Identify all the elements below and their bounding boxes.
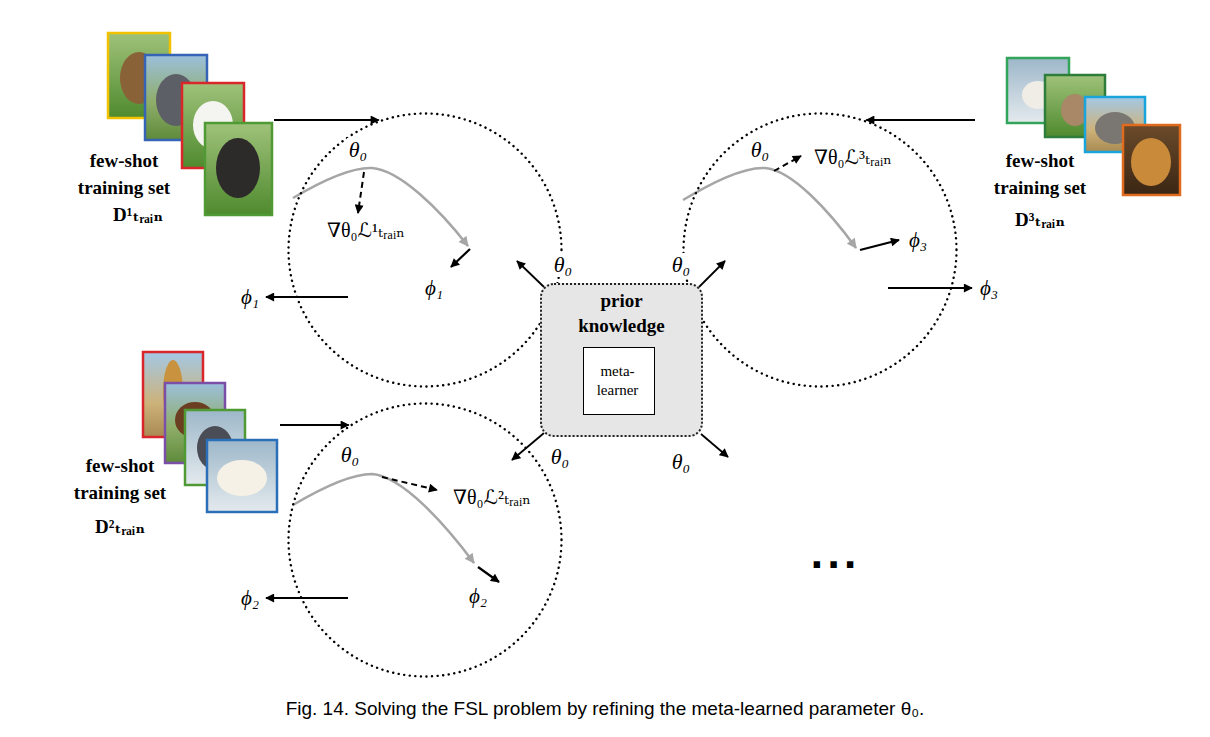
output-label: ϕ₂ (239, 586, 261, 610)
optimization-path (293, 168, 468, 246)
circle-outline (289, 114, 562, 387)
theta-label: θ₀ (749, 138, 771, 162)
output-label: ϕ₃ (978, 276, 1000, 300)
photo-subject (1131, 138, 1171, 186)
task-circle: θ₀ ∇θ₀ℒ³ₜᵣₐᵢₙ ϕ₃ (682, 112, 958, 388)
circle-outline (289, 404, 562, 677)
phi-label: ϕ₃ (907, 228, 929, 252)
gradient-arrow (382, 477, 437, 490)
optimization-path (683, 168, 856, 248)
connector-arrow (274, 119, 379, 121)
training-set: few-shot training setD¹ₜᵣₐᵢₙ (58, 28, 274, 235)
gradient-arrow (774, 156, 801, 171)
update-arrow (860, 240, 899, 250)
circle-outline (684, 114, 957, 387)
set-heading: few-shot training set (62, 147, 187, 201)
connector-arrow (512, 433, 544, 460)
gradient-arrow (358, 172, 364, 213)
gradient-label: ∇θ₀ℒ³ₜᵣₐᵢₙ (812, 145, 894, 169)
meta-learner-box: meta-learner (583, 347, 655, 415)
set-heading: few-shot training set (58, 452, 183, 506)
photo (1123, 125, 1180, 195)
update-arrow (451, 249, 470, 267)
photo-subject (217, 460, 267, 496)
phi-label: ϕ₁ (423, 276, 445, 300)
set-heading: few-shot training set (978, 147, 1103, 201)
connector-arrow (699, 261, 725, 287)
circle-outline (287, 402, 563, 678)
task-circle: θ₀ ∇θ₀ℒ¹ₜᵣₐᵢₙ ϕ₁ (287, 112, 563, 388)
training-set: few-shot training setD²ₜᵣₐᵢₙ (50, 345, 280, 543)
figure-caption: Fig. 14. Solving the FSL problem by refi… (0, 697, 1210, 721)
output-label: ϕ₁ (239, 285, 261, 309)
photo-subject (216, 138, 260, 198)
parameter-label: θ₀ (670, 450, 692, 474)
meta-label: meta-learner (587, 362, 649, 400)
task-circle: θ₀ ∇θ₀ℒ²ₜᵣₐᵢₙ ϕ₂ (287, 402, 563, 678)
edge-label: θ₀ (670, 253, 692, 277)
training-set: few-shot training setD³ₜᵣₐᵢₙ (975, 50, 1185, 238)
set-symbol: D²ₜᵣₐᵢₙ (95, 515, 145, 539)
update-arrow (478, 567, 499, 582)
photo (207, 440, 277, 512)
ellipsis: ... (810, 536, 860, 576)
photo (205, 123, 272, 215)
prior-knowledge-box: prior knowledge meta-learner (540, 283, 703, 437)
connector-arrow (866, 119, 975, 121)
theta-label: θ₀ (347, 138, 369, 162)
theta-label: θ₀ (339, 443, 361, 467)
connector-arrow (517, 261, 544, 287)
edge-label: θ₀ (549, 445, 571, 469)
box-heading: prior knowledge (567, 288, 677, 338)
output-arrow (888, 287, 972, 289)
set-symbol: D³ₜᵣₐᵢₙ (1015, 208, 1065, 232)
parameter-arrow (701, 434, 728, 457)
output-arrow (266, 597, 348, 599)
phi-label: ϕ₂ (467, 584, 489, 608)
set-symbol: D¹ₜᵣₐᵢₙ (113, 203, 163, 227)
connector-arrow (280, 424, 349, 426)
gradient-label: ∇θ₀ℒ²ₜᵣₐᵢₙ (451, 485, 533, 509)
edge-label: θ₀ (552, 253, 574, 277)
optimization-path (293, 474, 474, 563)
circle-outline (287, 112, 563, 388)
output-arrow (266, 296, 348, 298)
gradient-label: ∇θ₀ℒ¹ₜᵣₐᵢₙ (325, 218, 407, 242)
